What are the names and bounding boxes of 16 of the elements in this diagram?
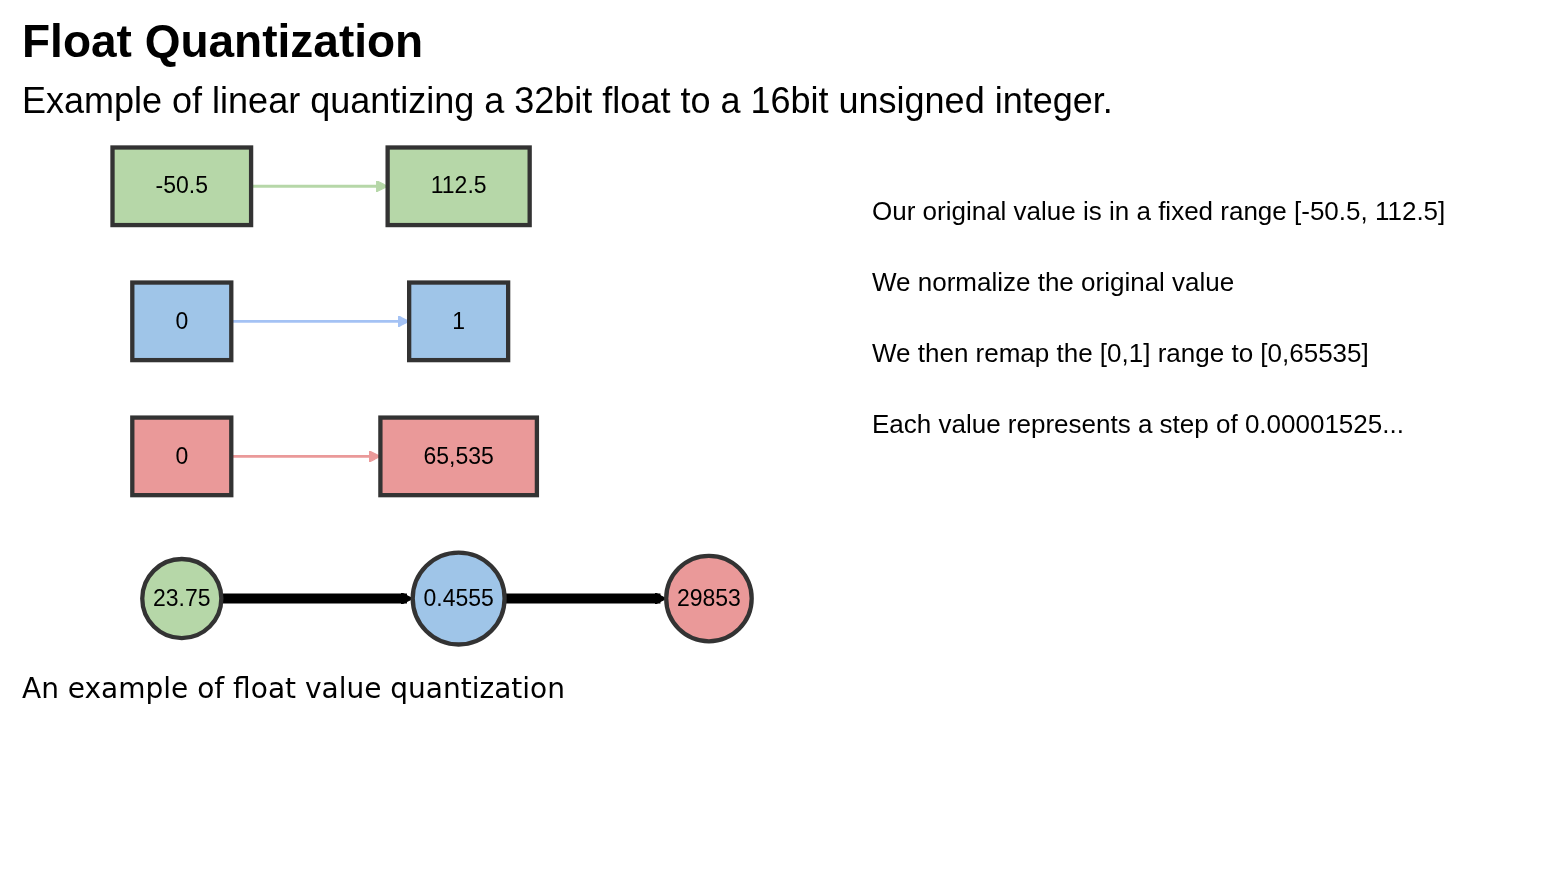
- caption: An example of float value quantization: [22, 672, 565, 705]
- node-box: 0: [130, 415, 234, 498]
- subtitle: Example of linear quantizing a 32bit float to a 16bit unsigned integer.: [22, 80, 1113, 122]
- node-box: 0: [130, 280, 234, 363]
- node-circle: 0.4555: [410, 550, 507, 647]
- title: Float Quantization: [22, 14, 425, 68]
- note-text: Each value represents a step of 0.00001525...: [872, 409, 1405, 440]
- note-text: We then remap the [0,1] range to [0,65535]: [872, 338, 1370, 369]
- node-box: 1: [406, 280, 511, 363]
- node-box: 65,535: [378, 415, 539, 498]
- node-circle: 29853: [663, 553, 754, 644]
- note-text: We normalize the original value: [872, 267, 1236, 298]
- node-circle: 23.75: [140, 556, 224, 641]
- note-text: Our original value is in a fixed range [-50.5, 112.5]: [872, 196, 1446, 227]
- node-box: 112.5: [385, 145, 532, 228]
- node-box: -50.5: [110, 145, 254, 228]
